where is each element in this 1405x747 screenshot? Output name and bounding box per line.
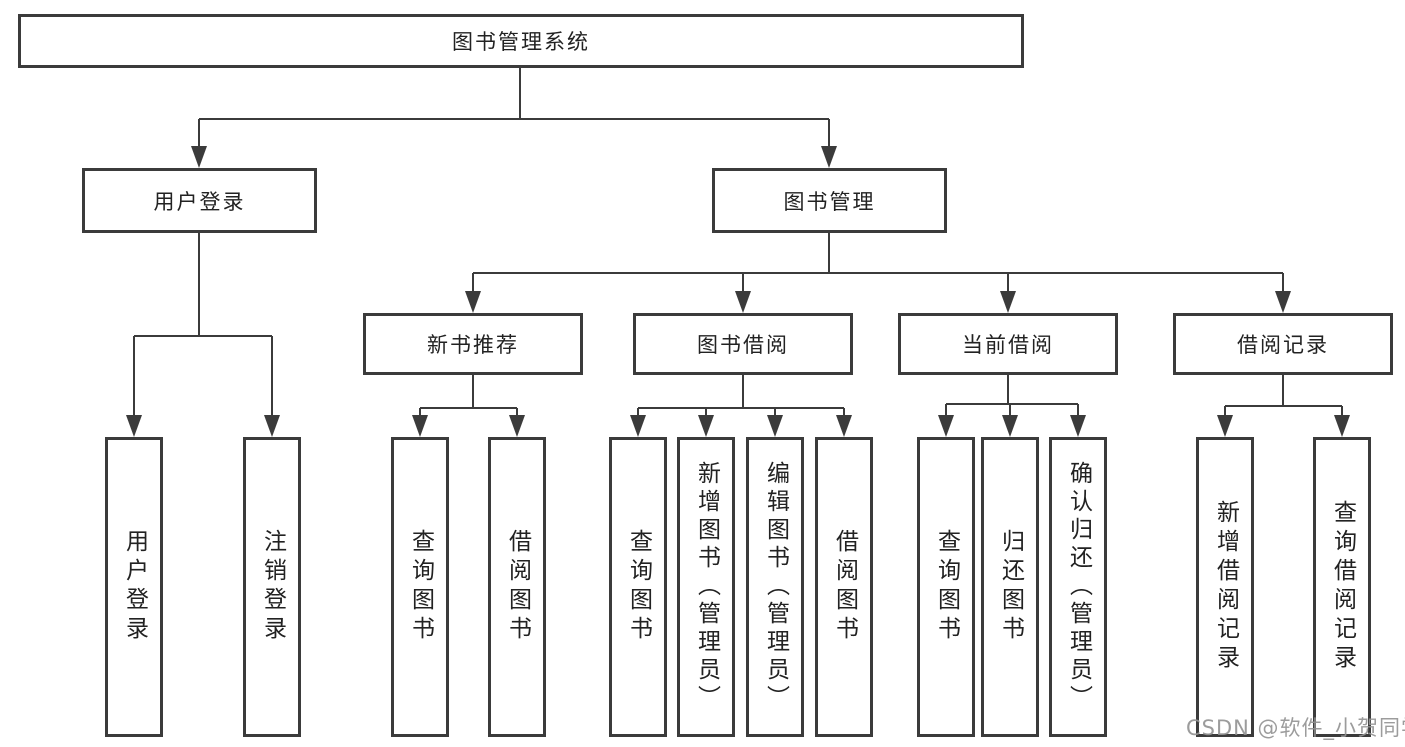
- leaf-br-add-record: 新增借阅记录: [1196, 437, 1254, 737]
- leaf-bb-edit-books-admin: 编辑图书（管理员）: [746, 437, 804, 737]
- node-book-borrow: 图书借阅: [633, 313, 853, 375]
- leaf-cb-return-books-label: 归还图书: [997, 529, 1024, 645]
- leaf-cb-confirm-return-admin-label: 确认归还（管理员）: [1065, 461, 1092, 713]
- leaf-rec-query-books: 查询图书: [391, 437, 449, 737]
- node-user-login: 用户登录: [82, 168, 317, 233]
- connector-user-login-to-leaves: [133, 233, 273, 419]
- leaf-bb-add-books-admin: 新增图书（管理员）: [677, 437, 735, 737]
- leaf-bb-borrow-books: 借阅图书: [815, 437, 873, 737]
- leaf-cb-query-books-label: 查询图书: [933, 529, 960, 645]
- leaf-bb-query-books: 查询图书: [609, 437, 667, 737]
- arrowheads: [126, 146, 1350, 437]
- leaf-logout-label: 注销登录: [259, 529, 286, 645]
- node-root: 图书管理系统: [18, 14, 1024, 68]
- leaf-cb-return-books: 归还图书: [981, 437, 1039, 737]
- leaf-cb-confirm-return-admin: 确认归还（管理员）: [1049, 437, 1107, 737]
- leaf-cb-query-books: 查询图书: [917, 437, 975, 737]
- leaf-logout: 注销登录: [243, 437, 301, 737]
- leaf-bb-borrow-books-label: 借阅图书: [831, 529, 858, 645]
- leaf-bb-edit-books-admin-label: 编辑图书（管理员）: [762, 461, 789, 713]
- node-current-borrow-label: 当前借阅: [962, 333, 1054, 357]
- connector-book-borrow-to-leaves: [637, 375, 845, 419]
- leaf-rec-borrow-books-label: 借阅图书: [504, 529, 531, 645]
- leaf-rec-borrow-books: 借阅图书: [488, 437, 546, 737]
- node-book-borrow-label: 图书借阅: [697, 333, 789, 357]
- csdn-watermark: CSDN @软件_小贺同学: [1186, 716, 1405, 740]
- leaf-br-add-record-label: 新增借阅记录: [1212, 500, 1239, 674]
- connector-current-borrow-to-leaves: [945, 375, 1079, 419]
- node-new-book-rec: 新书推荐: [363, 313, 583, 375]
- node-book-mgmt: 图书管理: [712, 168, 947, 233]
- connector-book-mgmt-to-level3: [472, 233, 1284, 295]
- leaf-br-query-record: 查询借阅记录: [1313, 437, 1371, 737]
- node-borrow-records: 借阅记录: [1173, 313, 1393, 375]
- node-current-borrow: 当前借阅: [898, 313, 1118, 375]
- connector-new-book-rec-to-leaves: [419, 375, 518, 419]
- leaf-user-login-label: 用户登录: [121, 529, 148, 645]
- node-root-label: 图书管理系统: [452, 30, 590, 54]
- leaf-bb-add-books-admin-label: 新增图书（管理员）: [693, 461, 720, 713]
- connector-root-to-level2: [198, 68, 830, 150]
- leaf-bb-query-books-label: 查询图书: [625, 529, 652, 645]
- connector-borrow-records-to-leaves: [1224, 375, 1343, 419]
- node-borrow-records-label: 借阅记录: [1237, 333, 1329, 357]
- node-user-login-label: 用户登录: [153, 189, 246, 214]
- node-book-mgmt-label: 图书管理: [783, 189, 876, 214]
- node-new-book-rec-label: 新书推荐: [427, 333, 519, 357]
- leaf-rec-query-books-label: 查询图书: [407, 529, 434, 645]
- leaf-user-login: 用户登录: [105, 437, 163, 737]
- leaf-br-query-record-label: 查询借阅记录: [1329, 500, 1356, 674]
